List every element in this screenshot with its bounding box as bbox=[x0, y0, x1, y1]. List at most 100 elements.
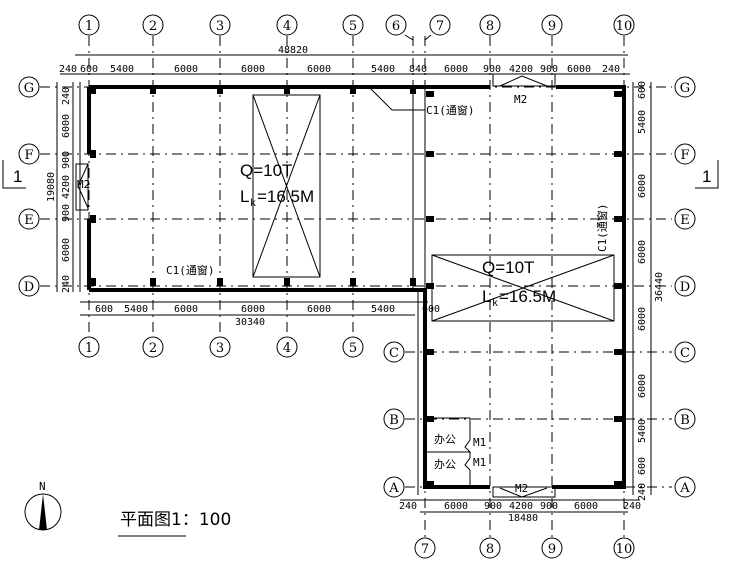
dim: 5400 bbox=[124, 304, 148, 315]
dim: 240 bbox=[61, 275, 72, 293]
dim: 5400 bbox=[371, 64, 395, 75]
axis-d: D bbox=[24, 280, 34, 295]
dim: 240 bbox=[602, 64, 620, 75]
axis-2: 2 bbox=[149, 341, 157, 356]
axis-2: 2 bbox=[149, 19, 157, 34]
dim: 240 bbox=[59, 64, 77, 75]
window-c1: C1(通窗) bbox=[166, 263, 215, 277]
north-label: N bbox=[39, 480, 46, 493]
dim: 4200 bbox=[61, 175, 72, 199]
dim: 900 bbox=[61, 151, 72, 169]
axis-5: 5 bbox=[349, 341, 357, 356]
dim: 6000 bbox=[567, 64, 591, 75]
dim: 840 bbox=[409, 64, 427, 75]
dim: 600 bbox=[637, 457, 648, 475]
north-arrow-icon: N bbox=[24, 480, 62, 531]
doors: M2 M2 M2 办公 办公 M1 M1 bbox=[75, 73, 556, 498]
columns bbox=[90, 86, 622, 487]
section-mark-right: 1 bbox=[695, 160, 719, 189]
axis-d: D bbox=[680, 280, 690, 295]
dim-total: 36440 bbox=[654, 272, 665, 302]
section-number: 1 bbox=[702, 167, 711, 186]
crane-right: Q=10T L k =16.5M bbox=[431, 254, 615, 322]
dim: 6000 bbox=[61, 238, 72, 262]
office-label: 办公 bbox=[434, 458, 456, 471]
door-m1: M1 bbox=[473, 436, 486, 449]
axis-9: 9 bbox=[548, 19, 556, 34]
axis-g: G bbox=[680, 81, 690, 96]
dim: 6000 bbox=[307, 64, 331, 75]
dim: 5400 bbox=[110, 64, 134, 75]
dim: 240 bbox=[61, 87, 72, 105]
door-m2-top: M2 bbox=[514, 93, 527, 106]
door-m2-bottom: M2 bbox=[515, 482, 528, 495]
dim: 6000 bbox=[574, 501, 598, 512]
window-c1: C1(通窗) bbox=[595, 204, 609, 253]
axis-9: 9 bbox=[548, 542, 556, 557]
axis-b: B bbox=[680, 413, 690, 428]
office-label: 办公 bbox=[434, 433, 456, 446]
dim: 5400 bbox=[637, 419, 648, 443]
axis-c: C bbox=[389, 346, 399, 361]
axis-c: C bbox=[680, 346, 690, 361]
dim: 900 bbox=[540, 501, 558, 512]
dim: 6000 bbox=[444, 501, 468, 512]
dim: 5400 bbox=[371, 304, 395, 315]
dim: 900 bbox=[483, 64, 501, 75]
axis-1: 1 bbox=[85, 341, 93, 356]
dim: 6000 bbox=[174, 304, 198, 315]
axis-4: 4 bbox=[283, 19, 291, 34]
dim: 600 bbox=[422, 304, 440, 315]
axis-f: F bbox=[680, 148, 689, 163]
crane-span-l: L bbox=[240, 187, 249, 206]
dim: 6000 bbox=[174, 64, 198, 75]
axis-labels: 1 2 3 4 5 6 7 8 9 10 1 2 3 4 5 7 8 9 10 … bbox=[24, 19, 691, 557]
window-c1: C1(通窗) bbox=[426, 103, 475, 117]
axis-7: 7 bbox=[436, 19, 444, 34]
axis-3: 3 bbox=[216, 19, 224, 34]
axis-e: E bbox=[24, 213, 34, 228]
dim: 6000 bbox=[307, 304, 331, 315]
dim-total: 30340 bbox=[235, 317, 265, 328]
dim: 900 bbox=[484, 501, 502, 512]
dim-total: 18480 bbox=[508, 513, 538, 524]
crane-capacity: Q=10T bbox=[482, 258, 534, 277]
axis-10: 10 bbox=[616, 542, 633, 557]
crane-span-l: L bbox=[482, 287, 491, 306]
crane-span-sub: k bbox=[250, 198, 256, 209]
axis-10: 10 bbox=[616, 19, 633, 34]
dim: 6000 bbox=[241, 304, 265, 315]
dim: 6000 bbox=[637, 240, 648, 264]
crane-left: Q=10T L k =16.5M bbox=[240, 94, 321, 278]
crane-capacity: Q=10T bbox=[240, 161, 292, 180]
dim-total: 48820 bbox=[278, 45, 308, 56]
axis-bubbles-top bbox=[18, 14, 696, 559]
dim: 6000 bbox=[637, 307, 648, 331]
axis-5: 5 bbox=[349, 19, 357, 34]
dim: 900 bbox=[540, 64, 558, 75]
dim: 240 bbox=[637, 483, 648, 501]
dim: 4200 bbox=[509, 64, 533, 75]
crane-span: =16.5M bbox=[499, 287, 556, 306]
axis-8: 8 bbox=[486, 19, 494, 34]
axis-6: 6 bbox=[392, 19, 400, 34]
axis-a: A bbox=[679, 481, 690, 496]
section-mark-left: 1 bbox=[2, 160, 26, 189]
axis-e: E bbox=[680, 213, 690, 228]
axis-1: 1 bbox=[85, 19, 93, 34]
axis-a: A bbox=[388, 481, 399, 496]
dimension-texts: 240 600 5400 6000 6000 6000 5400 840 600… bbox=[46, 45, 665, 524]
crane-span: =16.5M bbox=[257, 187, 314, 206]
dim: 5400 bbox=[637, 110, 648, 134]
dim: 6000 bbox=[241, 64, 265, 75]
dim: 4200 bbox=[509, 501, 533, 512]
crane-span-sub: k bbox=[492, 298, 498, 309]
axis-g: G bbox=[24, 81, 34, 96]
door-m2-left: M2 bbox=[77, 178, 90, 191]
axis-4: 4 bbox=[283, 341, 291, 356]
axis-8: 8 bbox=[486, 542, 494, 557]
dim: 600 bbox=[95, 304, 113, 315]
axis-b: B bbox=[389, 413, 399, 428]
drawing-title: 平面图1：100 bbox=[120, 510, 231, 530]
